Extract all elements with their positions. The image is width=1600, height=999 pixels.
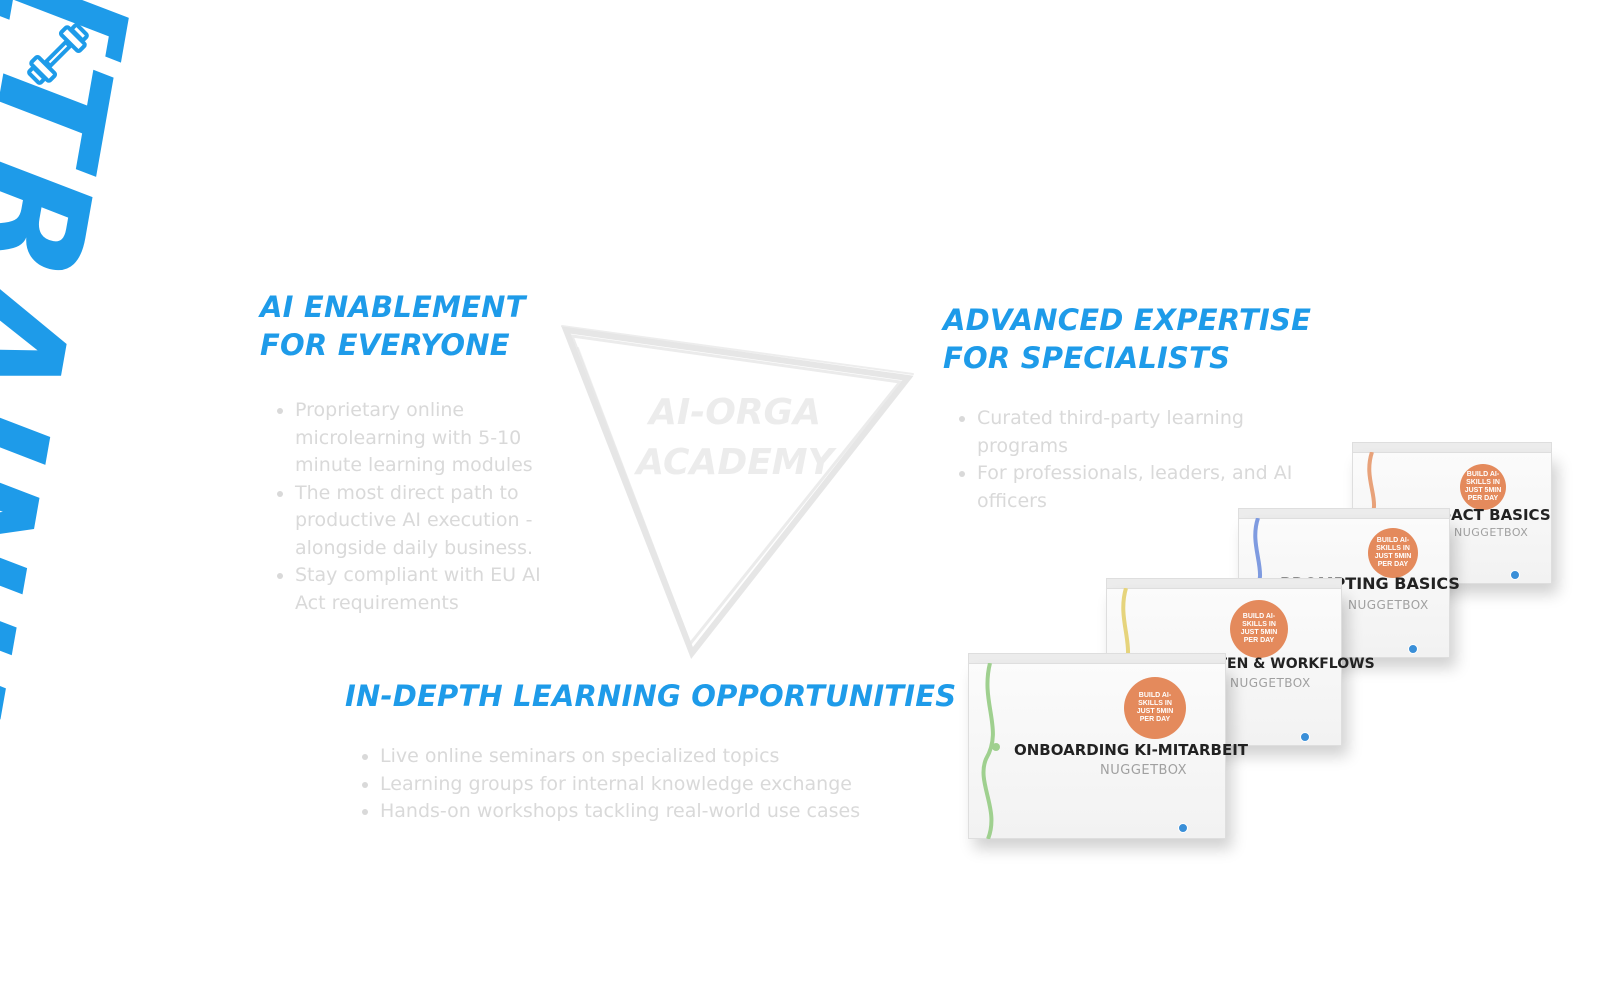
academy-line-1: AI-ORGA — [649, 392, 821, 433]
academy-line-2: ACADEMY — [636, 442, 834, 483]
list-item: Curated third-party learning programs — [977, 405, 1322, 460]
indepth-heading: IN-DEPTH LEARNING OPPORTUNITIES — [345, 677, 956, 715]
indepth-bullet-list: Live online seminars on specialized topi… — [360, 743, 940, 826]
logo-dot-icon — [1510, 570, 1520, 580]
list-item: The most direct path to productive AI ex… — [295, 480, 565, 563]
logo-dot-icon — [1300, 732, 1310, 742]
box-subtitle: NUGGETBOX — [1348, 598, 1429, 612]
logo-dot-icon — [1178, 823, 1188, 833]
dumbbell-icon — [27, 23, 89, 85]
skills-badge: BUILD AI-SKILLS IN JUST 5MIN PER DAY — [1230, 600, 1288, 658]
specialists-bullet-list: Curated third-party learning programs Fo… — [957, 405, 1322, 515]
vertical-title: [TRAINING] — [0, 0, 157, 999]
list-item: Hands-on workshops tackling real-world u… — [380, 798, 940, 826]
skills-badge: BUILD AI-SKILLS IN JUST 5MIN PER DAY — [1460, 464, 1506, 510]
box-subtitle: NUGGETBOX — [1230, 676, 1311, 690]
list-item: Stay compliant with EU AI Act requiremen… — [295, 562, 565, 617]
academy-logo-text: AI-ORGA ACADEMY — [605, 388, 865, 488]
skills-badge: BUILD AI-SKILLS IN JUST 5MIN PER DAY — [1124, 677, 1186, 739]
everyone-bullet-list: Proprietary online microlearning with 5-… — [275, 397, 565, 617]
box-subtitle: NUGGETBOX — [1100, 763, 1188, 778]
everyone-heading: AI ENABLEMENT FOR EVERYONE — [260, 288, 526, 364]
list-item: Learning groups for internal knowledge e… — [380, 771, 940, 799]
face-profile-decoration-icon — [981, 663, 1000, 839]
training-title: [TRAINING] — [0, 0, 157, 999]
specialists-heading: ADVANCED EXPERTISE FOR SPECIALISTS — [943, 301, 1311, 377]
product-box-prompting: BUILD AI-SKILLS IN JUST 5MIN PER DAY PRO… — [1238, 508, 1460, 658]
list-item: Proprietary online microlearning with 5-… — [295, 397, 565, 480]
everyone-heading-line-2: FOR EVERYONE — [260, 328, 510, 362]
skills-badge: BUILD AI-SKILLS IN JUST 5MIN PER DAY — [1368, 528, 1418, 578]
logo-dot-icon — [1408, 644, 1418, 654]
specialists-heading-line-2: FOR SPECIALISTS — [943, 341, 1231, 375]
product-box-onboarding: BUILD AI-SKILLS IN JUST 5MIN PER DAY ONB… — [968, 653, 1248, 839]
specialists-heading-line-1: ADVANCED EXPERTISE — [943, 303, 1312, 337]
indepth-heading-text: IN-DEPTH LEARNING OPPORTUNITIES — [345, 679, 957, 713]
triangle-logo-icon — [561, 325, 914, 659]
box-subtitle: NUGGETBOX — [1454, 526, 1529, 539]
list-item: For professionals, leaders, and AI offic… — [977, 460, 1322, 515]
box-title: ONBOARDING KI-MITARBEIT — [1014, 741, 1249, 759]
everyone-heading-line-1: AI ENABLEMENT — [260, 290, 526, 324]
list-item: Live online seminars on specialized topi… — [380, 743, 940, 771]
